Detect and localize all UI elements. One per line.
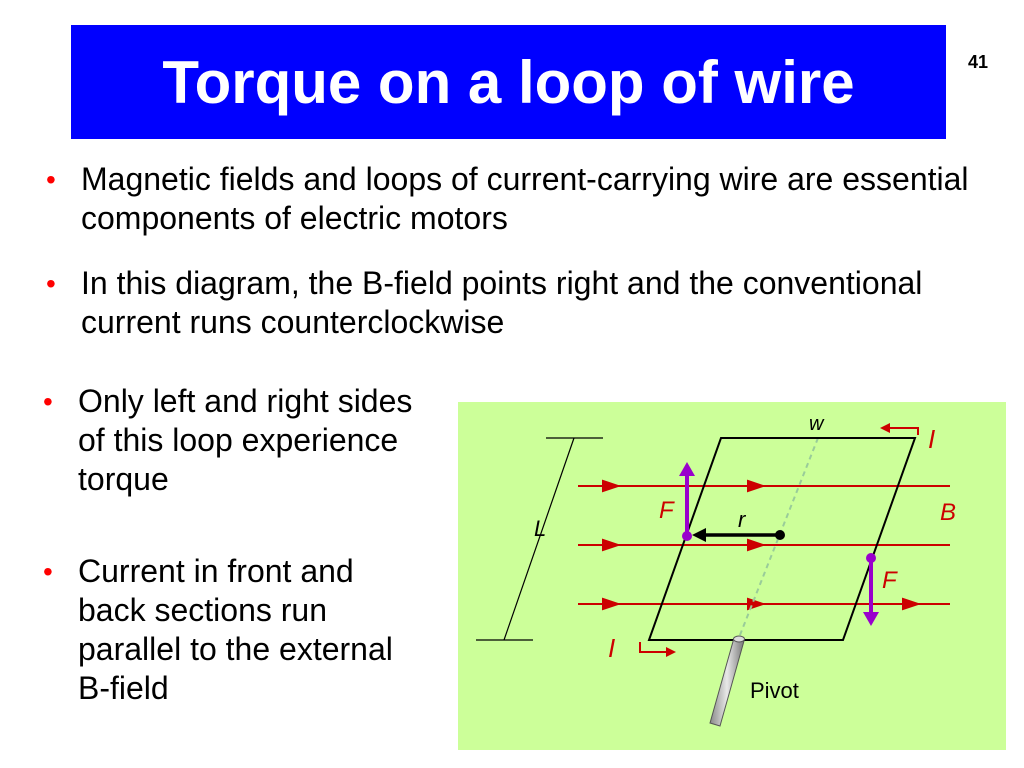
length-label: L	[534, 516, 546, 541]
bullet-dot-icon: •	[43, 386, 53, 417]
force-point-left	[682, 531, 692, 541]
force-label-left: F	[659, 497, 675, 524]
field-arrow-icon	[747, 479, 767, 493]
current-arrow-bottom	[639, 642, 668, 653]
title-bar: Torque on a loop of wire	[71, 25, 946, 139]
field-arrow-icon	[747, 538, 767, 552]
page-number: 41	[968, 52, 989, 72]
length-dimension	[476, 437, 603, 641]
bullet-text-1: Magnetic fields and loops of current-car…	[81, 161, 969, 236]
current-arrow-top	[888, 427, 919, 435]
torque-loop-diagram: L w I I B F r F Pivot	[458, 402, 1006, 750]
force-arrow-right-icon	[863, 612, 879, 626]
current-arrow-top-icon	[880, 423, 890, 433]
current-arrow-bottom-icon	[666, 647, 676, 657]
diagram-svg: L w I I B F r F Pivot	[476, 413, 956, 727]
slide-title: Torque on a loop of wire	[162, 48, 855, 116]
wire-loop	[647, 437, 917, 641]
field-arrow-icon	[602, 479, 622, 493]
bullet-dot-icon: •	[43, 556, 53, 587]
bullet-item-3: • Only left and right sides of this loop…	[43, 382, 418, 499]
bullet-text-4: Current in front and back sections run p…	[78, 553, 393, 706]
force-arrow-left-icon	[679, 462, 695, 476]
pivot-rod	[709, 637, 745, 727]
current-label-top: I	[928, 424, 935, 454]
pivot-label: Pivot	[750, 678, 799, 703]
bullet-item-1: • Magnetic fields and loops of current-c…	[46, 160, 981, 238]
pivot-center-point	[775, 530, 785, 540]
field-label: B	[940, 499, 956, 526]
radius-arrow-icon	[692, 528, 706, 542]
radius-label: r	[738, 507, 747, 532]
force-label-right: F	[882, 567, 898, 594]
width-label: w	[809, 413, 825, 435]
field-arrow-icon	[902, 597, 922, 611]
bullet-item-2: • In this diagram, the B-field points ri…	[46, 264, 981, 342]
bullet-item-4: • Current in front and back sections run…	[43, 552, 428, 708]
current-label-bottom: I	[608, 633, 615, 663]
bullet-dot-icon: •	[46, 164, 56, 195]
field-arrow-icon	[602, 538, 622, 552]
bullet-text-3: Only left and right sides of this loop e…	[78, 383, 413, 497]
field-arrow-icon	[602, 597, 622, 611]
bullet-dot-icon: •	[46, 268, 56, 299]
bullet-text-2: In this diagram, the B-field points righ…	[81, 265, 923, 340]
pivot-rod-top	[733, 635, 745, 643]
force-point-right	[866, 553, 876, 563]
